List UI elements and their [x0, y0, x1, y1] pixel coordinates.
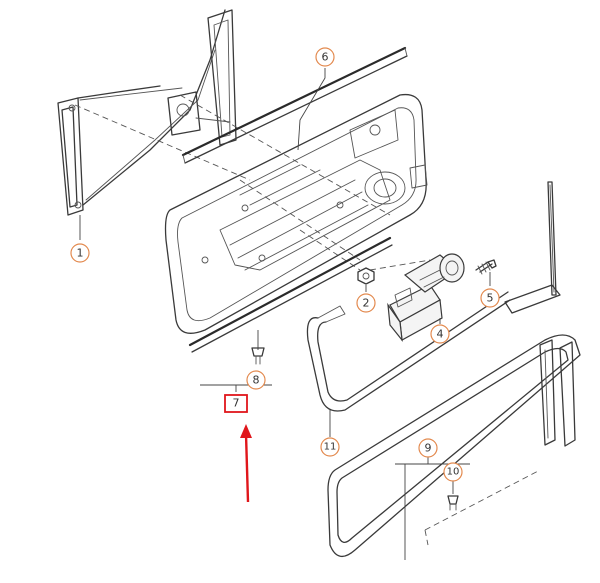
callout-9[interactable]: 9 — [418, 438, 438, 458]
highlight-arrow — [240, 424, 252, 503]
callout-2[interactable]: 2 — [356, 293, 376, 313]
callout-4-label: 4 — [437, 328, 444, 341]
callout-1-label: 1 — [77, 247, 84, 260]
callout-11-label: 11 — [324, 442, 337, 453]
callout-11[interactable]: 11 — [320, 437, 340, 457]
callout-6-label: 6 — [322, 51, 329, 64]
callout-8[interactable]: 8 — [246, 370, 266, 390]
callout-6[interactable]: 6 — [315, 47, 335, 67]
callout-1[interactable]: 1 — [70, 243, 90, 263]
callout-5[interactable]: 5 — [480, 288, 500, 308]
callout-7-label: 7 — [233, 397, 240, 410]
callout-2-label: 2 — [363, 297, 370, 310]
vertical-seal — [504, 181, 561, 314]
seal-strip-11 — [306, 291, 511, 412]
nut-2 — [357, 267, 375, 285]
callout-10[interactable]: 10 — [443, 462, 463, 482]
callout-8-label: 8 — [253, 374, 260, 387]
door-inner-panel — [164, 93, 428, 334]
window-channel-strip — [181, 46, 408, 164]
callout-7[interactable]: 7 — [224, 394, 248, 413]
screw-5 — [475, 259, 497, 275]
lower-sill-strip — [188, 236, 393, 353]
window-motor-4 — [387, 253, 465, 342]
callout-10-label: 10 — [447, 467, 460, 478]
callout-5-label: 5 — [487, 292, 494, 305]
door-frame-seal-9 — [327, 334, 581, 557]
callout-9-label: 9 — [425, 442, 432, 455]
highlight-box — [224, 394, 248, 413]
clip-10 — [447, 495, 459, 511]
fastener-8 — [251, 347, 265, 365]
callout-4[interactable]: 4 — [430, 324, 450, 344]
window-regulator — [57, 9, 237, 216]
